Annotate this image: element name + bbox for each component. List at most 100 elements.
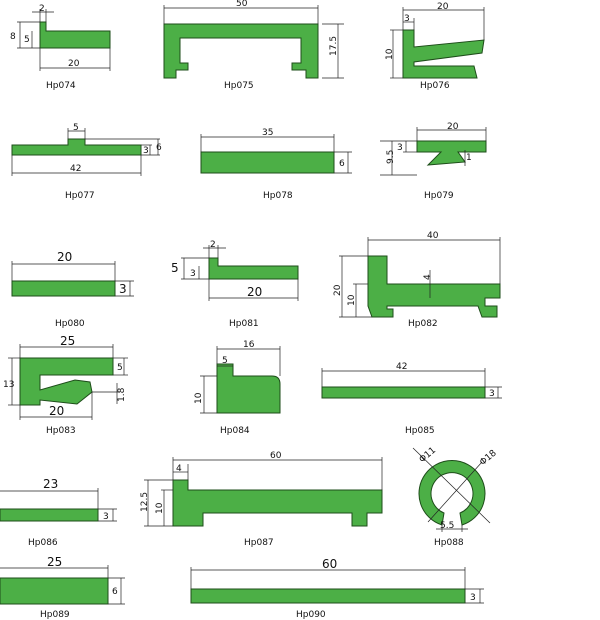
hp084-dim-step: 5 <box>222 356 228 366</box>
profile-hp081: 2 5 3 20 Hp081 <box>171 240 299 329</box>
profile-hp078: 35 6 Hp078 <box>200 128 352 201</box>
hp087-label: Hp087 <box>244 538 274 548</box>
hp075-shape <box>163 23 319 79</box>
hp084-dim-width: 16 <box>243 340 255 350</box>
hp081-label: Hp081 <box>229 319 259 329</box>
profile-hp080: 20 3 Hp080 <box>11 250 134 329</box>
hp080-dim-width: 20 <box>57 250 72 264</box>
hp080-dim-height: 3 <box>119 282 127 296</box>
hp087-dim-height: 12.5 <box>140 492 150 512</box>
hp086-label: Hp086 <box>28 538 58 548</box>
profile-hp090: 60 3 Hp090 <box>190 557 484 620</box>
hp082-shape <box>367 255 501 318</box>
hp090-shape <box>190 588 466 604</box>
profile-hp074: 2 8 5 20 Hp074 <box>10 4 111 91</box>
hp074-dim-width-top: 2 <box>39 4 45 14</box>
hp074-dim-height: 8 <box>10 32 16 42</box>
hp081-shape <box>208 257 299 280</box>
hp089-shape <box>0 577 109 605</box>
hp081-dim-base: 3 <box>190 269 196 279</box>
hp085-dim-width: 42 <box>396 362 407 372</box>
hp074-dim-base-height: 5 <box>24 35 30 45</box>
hp089-label: Hp089 <box>40 610 70 620</box>
hp081-dim-rib: 2 <box>210 240 216 250</box>
hp087-shape <box>172 479 383 527</box>
hp082-label: Hp082 <box>408 319 438 329</box>
hp084-shape <box>216 363 281 414</box>
profile-hp082: 40 20 10 4 Hp082 <box>333 231 501 329</box>
hp079-dim-lip: 1 <box>466 153 472 163</box>
hp076-dim-height: 10 <box>385 48 395 60</box>
hp077-label: Hp077 <box>65 191 95 201</box>
hp085-label: Hp085 <box>405 426 435 436</box>
hp083-dim-top: 5 <box>117 363 123 373</box>
hp083-dim-width: 25 <box>60 334 75 348</box>
hp086-dim-height: 3 <box>103 512 109 522</box>
hp082-dim-height: 20 <box>333 284 343 296</box>
hp085-dim-height: 3 <box>489 389 495 399</box>
hp083-label: Hp083 <box>46 426 76 436</box>
hp078-dim-width: 35 <box>262 128 273 138</box>
profile-hp087: 60 4 12.5 10 Hp087 <box>140 451 383 548</box>
hp077-dim-base: 3 <box>143 146 149 156</box>
hp076-dim-width: 20 <box>437 2 449 12</box>
hp075-dim-height: 17.5 <box>329 36 339 56</box>
hp087-dim-lip: 4 <box>176 464 182 474</box>
hp089-dim-height: 6 <box>112 587 118 597</box>
hp078-shape <box>200 151 335 174</box>
profile-hp085: 42 3 Hp085 <box>321 362 502 436</box>
hp085-shape <box>321 386 486 399</box>
hp081-dim-height: 5 <box>171 261 179 275</box>
hp078-dim-height: 6 <box>339 159 345 169</box>
hp080-shape <box>11 280 116 297</box>
hp090-dim-width: 60 <box>322 557 337 571</box>
hp087-dim-base: 10 <box>155 502 165 514</box>
hp083-dim-lip: 1.8 <box>117 387 127 402</box>
profile-hp089: 25 6 Hp089 <box>0 555 125 620</box>
profile-hp088: Φ11 Φ18 5.5 Hp088 <box>412 446 499 548</box>
hp076-shape <box>402 29 485 79</box>
hp088-label: Hp088 <box>434 538 464 548</box>
hp077-shape <box>11 138 142 156</box>
hp082-dim-width: 40 <box>427 231 439 241</box>
hp090-label: Hp090 <box>296 610 326 620</box>
hp082-dim-thickness: 4 <box>423 274 433 280</box>
hp089-dim-width: 25 <box>47 555 62 569</box>
profile-hp084: 16 5 10 Hp084 <box>194 340 281 436</box>
hp079-label: Hp079 <box>424 191 454 201</box>
hp083-dim-height: 13 <box>3 380 14 390</box>
hp086-dim-width: 23 <box>43 477 58 491</box>
hp076-label: Hp076 <box>420 81 450 91</box>
hp079-dim-width: 20 <box>447 122 459 132</box>
hp088-shape <box>418 460 486 526</box>
hp078-label: Hp078 <box>263 191 293 201</box>
hp079-dim-top: 3 <box>397 143 403 153</box>
profile-hp076: 20 3 10 Hp076 <box>385 2 485 91</box>
hp080-label: Hp080 <box>55 319 85 329</box>
hp086-shape <box>0 508 99 522</box>
hp083-shape <box>19 357 114 406</box>
profile-hp083: 25 13 5 1.8 20 Hp083 <box>3 334 128 436</box>
profile-hp075: 50 17.5 Hp075 <box>163 0 344 91</box>
hp081-dim-length: 20 <box>247 285 262 299</box>
hp077-dim-length: 42 <box>70 164 81 174</box>
profile-hp079: 20 9.5 3 1 Hp079 <box>380 122 487 201</box>
hp083-dim-opening: 20 <box>49 404 64 418</box>
hp084-dim-height: 10 <box>194 392 204 404</box>
hp077-dim-rib: 5 <box>73 123 79 133</box>
profile-hp086: 23 3 Hp086 <box>0 477 117 548</box>
hp082-dim-base: 10 <box>347 294 357 306</box>
hp090-dim-height: 3 <box>470 593 476 603</box>
hp074-dim-length: 20 <box>68 59 80 69</box>
hp074-shape <box>39 21 111 49</box>
hp075-label: Hp075 <box>224 81 254 91</box>
profile-hp077: 5 3 6 42 Hp077 <box>11 123 162 201</box>
hp077-dim-height: 6 <box>156 143 162 153</box>
hp088-dim-gap: 5.5 <box>440 521 454 531</box>
hp087-dim-width: 60 <box>270 451 282 461</box>
hp075-dim-width: 50 <box>236 0 248 9</box>
hp084-label: Hp084 <box>220 426 250 436</box>
hp074-label: Hp074 <box>46 81 76 91</box>
hp079-shape <box>416 140 487 166</box>
